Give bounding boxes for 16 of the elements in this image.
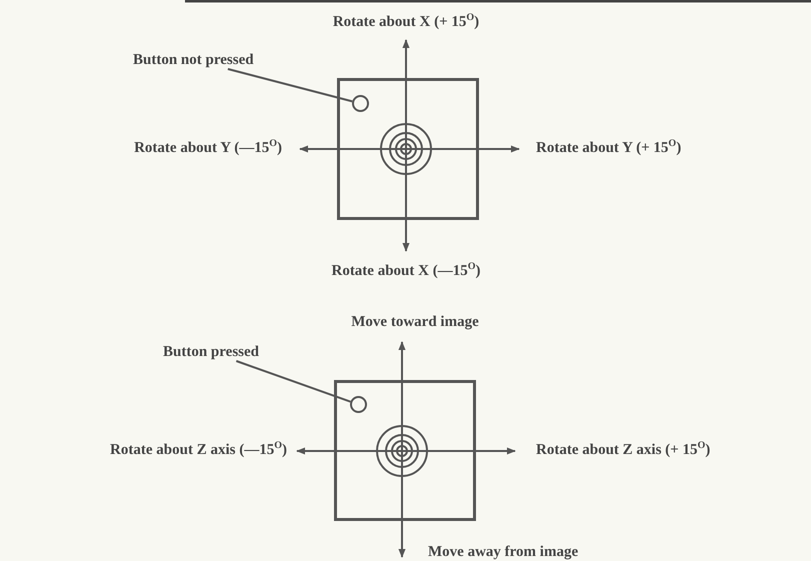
direction-label: Rotate about Z axis (—15$^{O}$) <box>110 441 287 459</box>
joystick-housing <box>334 380 476 521</box>
direction-label: Rotate about X (—15$^{O}$) <box>331 262 481 280</box>
button-circle <box>350 396 367 413</box>
leader-line <box>236 360 351 403</box>
direction-label: Rotate about X (+ 15$^{O}$) <box>332 13 480 31</box>
direction-label: Rotate about Y (+ 15$^{O}$) <box>536 139 682 157</box>
callout-text: Button pressed <box>163 343 259 361</box>
button-circle <box>352 95 369 112</box>
direction-label: Rotate about Y (—15$^{O}$) <box>134 139 282 157</box>
joystick-housing <box>337 78 479 220</box>
direction-label: Rotate about Z axis (+ 15$^{O}$) <box>536 441 710 459</box>
callout-text: Button not pressed <box>133 51 254 69</box>
leader-line <box>228 68 353 102</box>
direction-label: Move toward image <box>351 313 479 331</box>
direction-label: Move away from image <box>428 543 578 561</box>
